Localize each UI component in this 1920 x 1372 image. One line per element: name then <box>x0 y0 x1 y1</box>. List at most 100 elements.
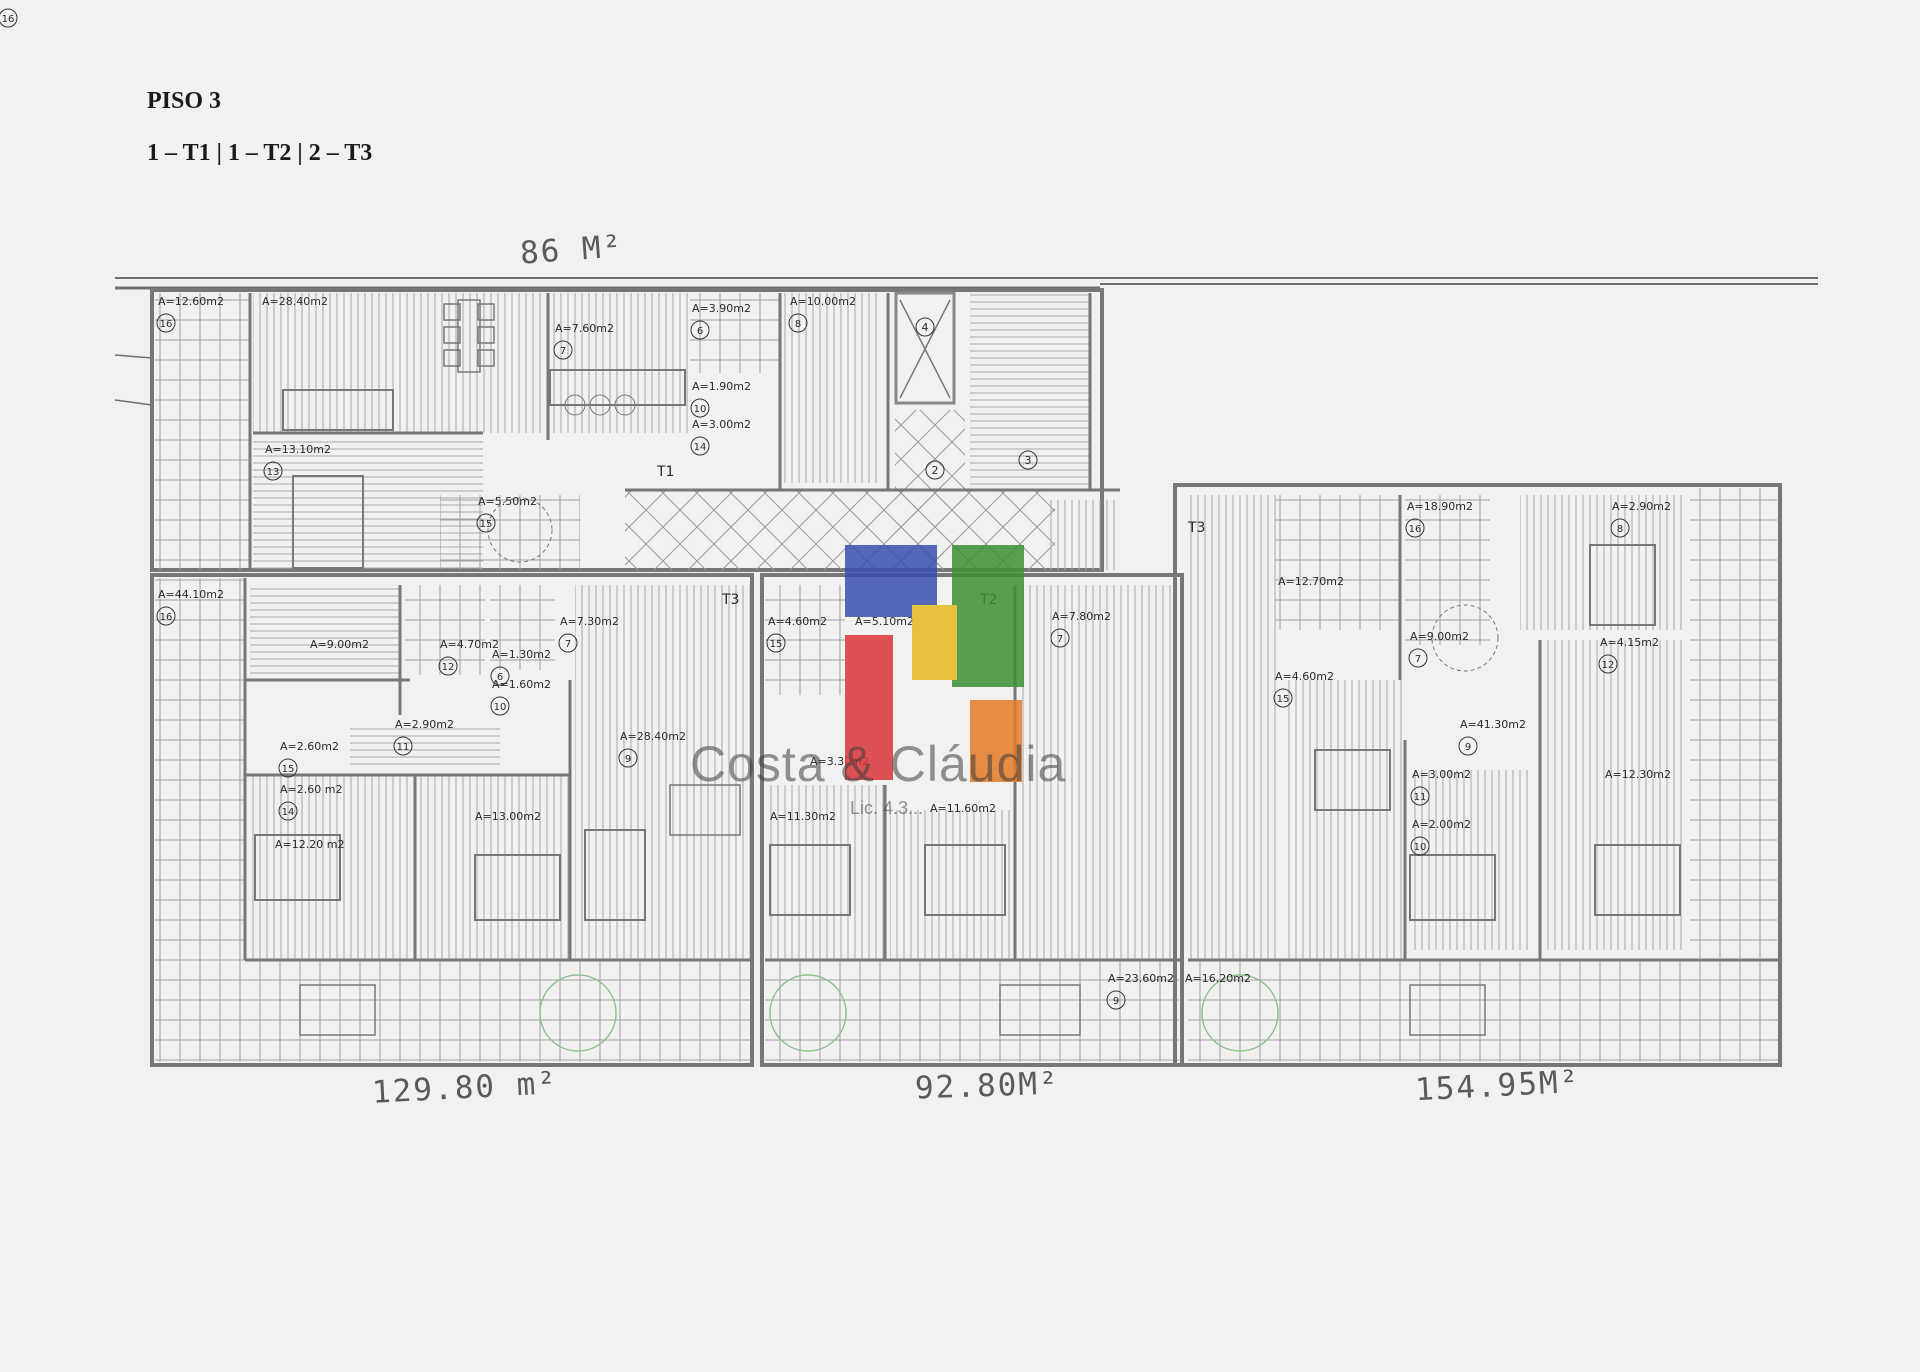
circulation-number: 2 <box>932 464 939 477</box>
room-area-label: A=10.00m2 <box>790 295 856 308</box>
typology-summary: 1 – T1 | 1 – T2 | 2 – T3 <box>147 140 373 166</box>
room-area-label: A=4.70m2 <box>440 638 499 651</box>
room-area-label: A=46.80m2 <box>0 0 66 3</box>
room-number: 9 <box>625 754 631 765</box>
room-number-circle <box>278 801 298 821</box>
circulation-number-circle <box>925 460 945 480</box>
room-number: 15 <box>770 639 783 650</box>
room-area-label: A=11.60m2 <box>930 802 996 815</box>
room-number-circle <box>690 436 710 456</box>
room-number: 10 <box>1414 842 1427 853</box>
room-number-circle <box>1410 786 1430 806</box>
watermark-logo <box>845 545 1024 782</box>
upper-wing <box>150 288 1120 572</box>
room-number-circle <box>490 666 510 686</box>
circulation-numbers: 4 2 3 <box>915 317 1038 480</box>
room-area-label: A=11.30m2 <box>770 810 836 823</box>
room-area-label: A=16.20m2 <box>1185 972 1251 985</box>
room-number: 7 <box>1415 654 1421 665</box>
room-number: 14 <box>282 807 295 818</box>
room-number-circle <box>1598 654 1618 674</box>
room-number: 11 <box>1414 792 1427 803</box>
room-area-label: A=9.00m2 <box>1410 630 1469 643</box>
room-area-label: A=4.60m2 <box>768 615 827 628</box>
room-number-circle <box>156 606 176 626</box>
room-area-label: A=18.90m2 <box>1407 500 1473 513</box>
room-number-circle <box>558 633 578 653</box>
circulation-number: 3 <box>1025 454 1032 467</box>
room-number-circle <box>553 340 573 360</box>
room-number: 7 <box>560 346 566 357</box>
room-number-circle <box>690 398 710 418</box>
room-number: 6 <box>497 672 503 683</box>
room-number: 9 <box>1465 742 1471 753</box>
room-number: 12 <box>442 662 455 673</box>
circulation-number: 4 <box>922 321 929 334</box>
room-area-label: A=28.40m2 <box>620 730 686 743</box>
room-number-circle <box>438 656 458 676</box>
room-area-label: A=7.60m2 <box>555 322 614 335</box>
room-number-circle <box>766 633 786 653</box>
room-area-label: A=28.40m2 <box>262 295 328 308</box>
room-area-label: A=23.60m2 <box>1108 972 1174 985</box>
room-number-circle <box>1050 628 1070 648</box>
room-area-label: A=4.60m2 <box>1275 670 1334 683</box>
unit-tag: T3 <box>721 592 739 608</box>
room-area-label: A=12.30m2 <box>1605 768 1671 781</box>
room-area-label: A=12.20 m2 <box>275 838 344 851</box>
room-area-label: A=1.90m2 <box>692 380 751 393</box>
watermark-brand: Costa & Cláudia <box>690 736 1067 792</box>
room-number: 16 <box>1409 524 1422 535</box>
room-area-label: A=2.60m2 <box>280 740 339 753</box>
room-number-circle <box>278 758 298 778</box>
room-number: 15 <box>1277 694 1290 705</box>
room-area-label: A=2.00m2 <box>1412 818 1471 831</box>
room-area-label: A=9.00m2 <box>310 638 369 651</box>
room-number-circle <box>1610 518 1630 538</box>
room-number: 12 <box>1602 660 1615 671</box>
room-number: 15 <box>282 764 295 775</box>
room-number-circle <box>1410 836 1430 856</box>
room-area-label: A=44.10m2 <box>158 588 224 601</box>
room-number: 16 <box>160 319 173 330</box>
room-area-label: A=2.90m2 <box>1612 500 1671 513</box>
room-number: 14 <box>694 442 707 453</box>
room-number-circle <box>263 461 283 481</box>
lower-wing-right <box>1173 483 1782 1067</box>
room-number: 8 <box>1617 524 1623 535</box>
room-area-label: A=7.30m2 <box>560 615 619 628</box>
room-number-circle <box>1408 648 1428 668</box>
logo-red-block <box>845 635 893 780</box>
room-area-label: A=7.80m2 <box>1052 610 1111 623</box>
room-area-label: A=13.00m2 <box>475 810 541 823</box>
room-area-label: A=5.50m2 <box>478 495 537 508</box>
room-number-circle <box>618 748 638 768</box>
room-number: 7 <box>1057 634 1063 645</box>
room-number: 13 <box>267 467 280 478</box>
room-number-circle <box>476 513 496 533</box>
room-number-circle <box>788 313 808 333</box>
lower-wing-middle <box>760 573 1184 1067</box>
room-number: 10 <box>694 404 707 415</box>
unit-tag: T3 <box>1187 520 1205 536</box>
room-area-label: A=3.00m2 <box>1412 768 1471 781</box>
room-number-circle <box>1405 518 1425 538</box>
room-number: 16 <box>2 14 15 25</box>
watermark-licence: Lic. 4.3... <box>850 798 924 818</box>
room-number: 7 <box>565 639 571 650</box>
logo-yellow-block <box>912 605 957 680</box>
room-area-label: A=13.10m2 <box>265 443 331 456</box>
logo-orange-block <box>970 700 1022 782</box>
room-area-label: A=1.30m2 <box>492 648 551 661</box>
room-number-circle <box>1273 688 1293 708</box>
room-number: 9 <box>1113 996 1119 1007</box>
room-area-label: A=2.90m2 <box>395 718 454 731</box>
room-area-label: A=4.15m2 <box>1600 636 1659 649</box>
room-number-circle <box>156 313 176 333</box>
logo-green-block <box>952 545 1024 687</box>
room-area-label: A=41.30m2 <box>1460 718 1526 731</box>
room-labels: A=12.60m216A=28.40m2A=7.60m27A=3.90m26A=… <box>0 0 1671 1010</box>
room-area-label: A=12.70m2 <box>1278 575 1344 588</box>
